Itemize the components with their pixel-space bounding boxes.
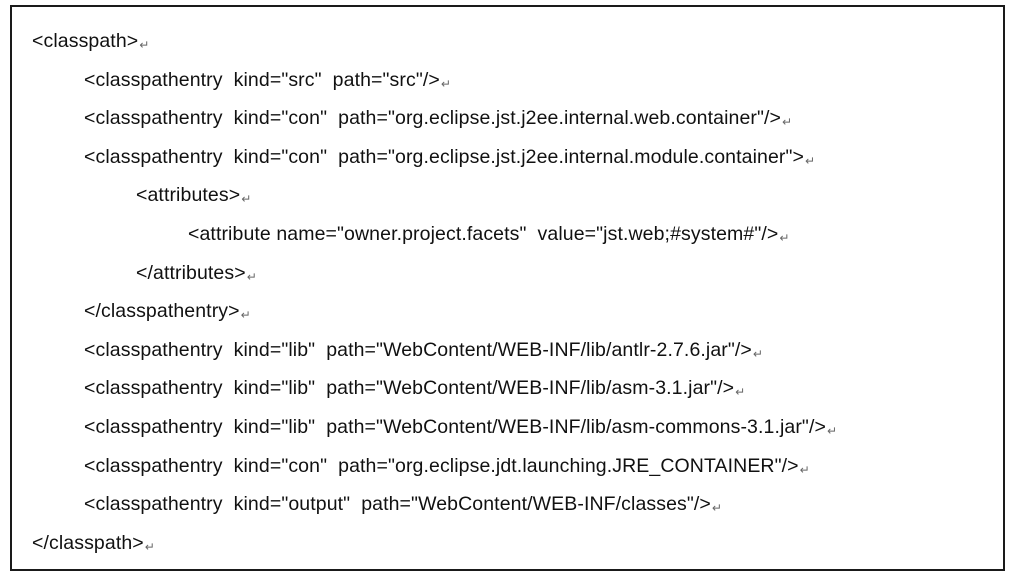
paragraph-mark-icon: ↵ [711,501,723,516]
code-line-text: <classpathentry kind="lib" path="WebCont… [84,415,826,438]
code-line-text: </classpath> [32,531,144,554]
code-line: <classpathentry kind="lib" path="WebCont… [32,331,837,370]
paragraph-mark-icon: ↵ [799,462,810,477]
code-listing-box: <classpath>↵ <classpathentry kind="src" … [10,5,1005,571]
code-line-text: <classpathentry kind="con" path="org.ecl… [84,107,782,130]
paragraph-mark-icon: ↵ [782,115,793,130]
code-lines: <classpath>↵ <classpathentry kind="src" … [32,22,837,562]
paragraph-mark-icon: ↵ [752,346,764,361]
code-line: <classpathentry kind="src" path="src"/>↵ [32,61,837,100]
code-line-text: <classpathentry kind="lib" path="WebCont… [84,338,752,361]
code-line-text: <classpathentry kind="con" path="org.ecl… [84,454,799,477]
code-line-text: </classpathentry> [84,300,240,323]
code-line: </classpathentry>↵ [32,292,837,331]
code-line: <classpathentry kind="lib" path="WebCont… [32,369,837,408]
code-line: <classpath>↵ [32,22,837,61]
code-line: <attributes>↵ [32,176,837,215]
code-line: </classpath>↵ [32,524,837,563]
paragraph-mark-icon: ↵ [139,38,150,52]
code-line-text: <classpathentry kind="src" path="src"/> [84,68,440,91]
code-line-text: <classpathentry kind="con" path="org.ecl… [84,145,804,168]
paragraph-mark-icon: ↵ [779,230,790,245]
code-line: <classpathentry kind="output" path="WebC… [32,485,837,524]
code-line-text: <classpathentry kind="lib" path="WebCont… [84,377,735,400]
code-line-text: <attributes> [136,184,241,207]
code-line-text: <classpathentry kind="output" path="WebC… [84,493,711,516]
paragraph-mark-icon: ↵ [805,153,816,168]
code-line: <classpathentry kind="con" path="org.ecl… [32,99,837,138]
code-line-text: <attribute name="owner.project.facets" v… [188,222,779,245]
code-line: <classpathentry kind="con" path="org.ecl… [32,447,837,486]
paragraph-mark-icon: ↵ [440,76,452,91]
code-line: <classpathentry kind="lib" path="WebCont… [32,408,837,447]
code-line: <classpathentry kind="con" path="org.ecl… [32,138,837,177]
paragraph-mark-icon: ↵ [241,192,252,207]
code-line: </attributes>↵ [32,254,837,293]
code-line-text: <classpath> [32,30,139,52]
paragraph-mark-icon: ↵ [826,423,838,438]
code-line-text: </attributes> [136,261,246,284]
code-line: <attribute name="owner.project.facets" v… [32,215,837,254]
paragraph-mark-icon: ↵ [240,308,251,323]
paragraph-mark-icon: ↵ [144,539,155,554]
paragraph-mark-icon: ↵ [735,385,746,400]
paragraph-mark-icon: ↵ [246,269,257,284]
